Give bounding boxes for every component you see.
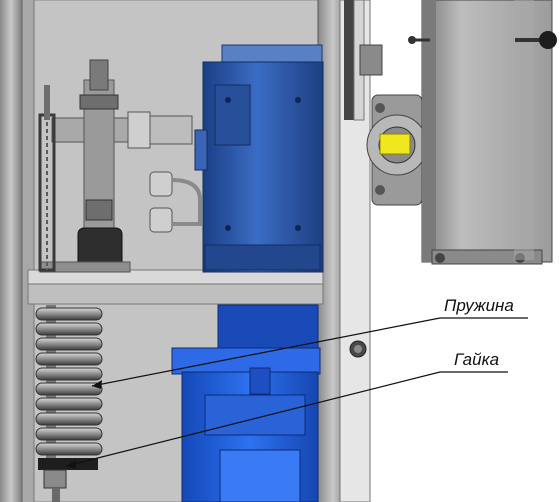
callout-leader-nut [65, 371, 508, 469]
vertical-channel [339, 0, 371, 502]
yellow-shaft [379, 133, 411, 155]
horizontal-shelf [27, 269, 324, 305]
door-panel [421, 0, 553, 265]
compression-spring [35, 305, 103, 475]
drive-chain [38, 85, 56, 272]
flange-coupling [359, 44, 428, 206]
electric-motor [171, 304, 321, 502]
left-frame-post [0, 0, 35, 502]
gearbox [194, 44, 324, 273]
shaft-assembly [39, 59, 202, 273]
adjusting-nut [38, 458, 98, 502]
callout-leader-spring [91, 317, 528, 389]
callout-label-nut: Гайка [454, 350, 500, 369]
callout-label-spring: Пружина [444, 296, 514, 315]
door-handle-icon [408, 31, 557, 49]
